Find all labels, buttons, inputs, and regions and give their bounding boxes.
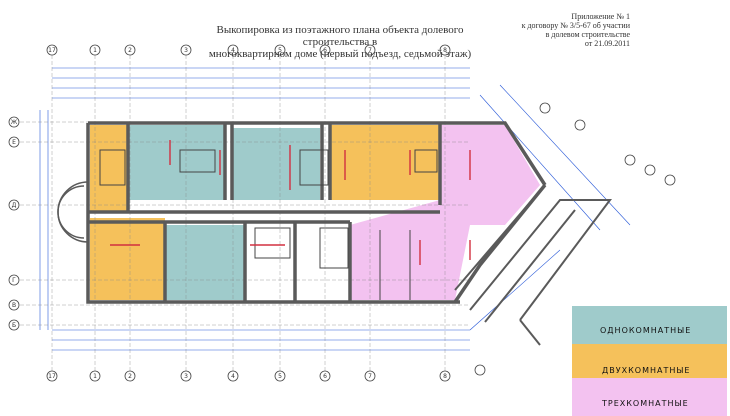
column-axis-circle: [227, 44, 239, 56]
column-axis-circle: [227, 370, 239, 382]
row-axis-label: Ж: [11, 119, 18, 126]
column-axis-circle: [364, 370, 376, 382]
column-axis-label: 5: [278, 373, 282, 380]
plan-title-line1: Выкопировка из поэтажного плана объекта …: [216, 24, 464, 48]
column-axis-label: 2: [128, 47, 132, 54]
row-axis-label: Б: [12, 322, 16, 329]
column-axis-label: 6: [323, 373, 327, 380]
legend-swatch-three-room: [572, 378, 727, 416]
column-axis-label: 7: [368, 373, 372, 380]
legend-label-three-room: ТРЕХКОМНАТНЫЕ: [602, 399, 689, 408]
column-axis-circle: [46, 44, 58, 56]
column-axis-label: 17: [48, 373, 56, 380]
column-axis-label: 17: [48, 47, 56, 54]
diagonal-axis-markers: [474, 102, 676, 376]
column-axis-markers: 17 17 1 1 2 2 3 3 4 4 5 5 6 6 7 7 8 8: [46, 44, 451, 382]
column-axis-circle: [124, 370, 136, 382]
row-axis-circle: [8, 136, 20, 148]
column-axis-circle: [439, 370, 451, 382]
plan-title: Выкопировка из поэтажного плана объекта …: [190, 24, 490, 60]
row-axis-circle: [8, 116, 20, 128]
row-axis-circle: [8, 199, 20, 211]
column-axis-circle: [180, 44, 192, 56]
column-axis-label: 3: [184, 47, 188, 54]
diagonal-wing: [454, 184, 612, 346]
column-axis-label: 4: [231, 373, 235, 380]
column-axis-label: 3: [184, 373, 188, 380]
column-axis-circle: [46, 370, 58, 382]
column-axis-circle: [319, 370, 331, 382]
row-axis-label: Г: [12, 277, 16, 284]
column-axis-circle: [274, 44, 286, 56]
row-axis-label: Е: [12, 139, 16, 146]
column-axis-circle: [180, 370, 192, 382]
row-axis-label: В: [12, 302, 16, 309]
appendix-line3: в долевом строительстве: [545, 30, 630, 39]
plan-title-line2: многоквартирном доме (первый подъезд, се…: [208, 48, 472, 60]
balcony: [57, 181, 89, 243]
column-axis-circle: [274, 370, 286, 382]
column-axis-label: 2: [128, 373, 132, 380]
zone-one-room-top-mid: [232, 128, 320, 200]
column-axis-label: 8: [443, 373, 447, 380]
column-axis-label: 1: [93, 373, 97, 380]
zone-two-room-left: [90, 125, 128, 212]
column-axis-label: 1: [93, 47, 97, 54]
row-axis-markers: Ж Е Д Г В Б: [8, 116, 20, 331]
row-axis-circle: [8, 274, 20, 286]
column-axis-label: 5: [278, 47, 282, 54]
column-axis-label: 8: [443, 47, 447, 54]
row-axis-circle: [8, 299, 20, 311]
appendix-line1: Приложение № 1: [571, 12, 630, 21]
column-axis-label: 6: [323, 47, 327, 54]
column-axis-circle: [89, 370, 101, 382]
appendix-note: Приложение № 1 к договору № 3/5-67 об уч…: [512, 12, 630, 48]
row-axis-circle: [8, 319, 20, 331]
zone-two-room-top-right: [330, 125, 440, 200]
column-axis-circle: [319, 44, 331, 56]
legend-label-two-room: ДВУХКОМНАТНЫЕ: [602, 366, 691, 375]
partitions: [99, 149, 438, 300]
column-axis-circle: [439, 44, 451, 56]
zone-one-room-bottom-mid: [165, 225, 245, 300]
legend-label-one-room: ОДНОКОМНАТНЫЕ: [600, 326, 692, 335]
appendix-line2: к договору № 3/5-67 об участии: [521, 21, 630, 30]
zone-one-room-top-left: [128, 125, 225, 200]
column-axis-label: 4: [231, 47, 235, 54]
column-axis-circle: [364, 44, 376, 56]
column-axis-label: 7: [368, 47, 372, 54]
legend-swatch-two-room: [572, 344, 727, 382]
row-axis-label: Д: [12, 202, 17, 209]
legend-swatch-one-room: [572, 306, 727, 344]
zone-two-room-bottom-left: [90, 218, 165, 300]
appendix-line4: от 21.09.2011: [584, 39, 630, 48]
utility-risers: [110, 140, 471, 265]
column-axis-circle: [124, 44, 136, 56]
column-axis-circle: [89, 44, 101, 56]
